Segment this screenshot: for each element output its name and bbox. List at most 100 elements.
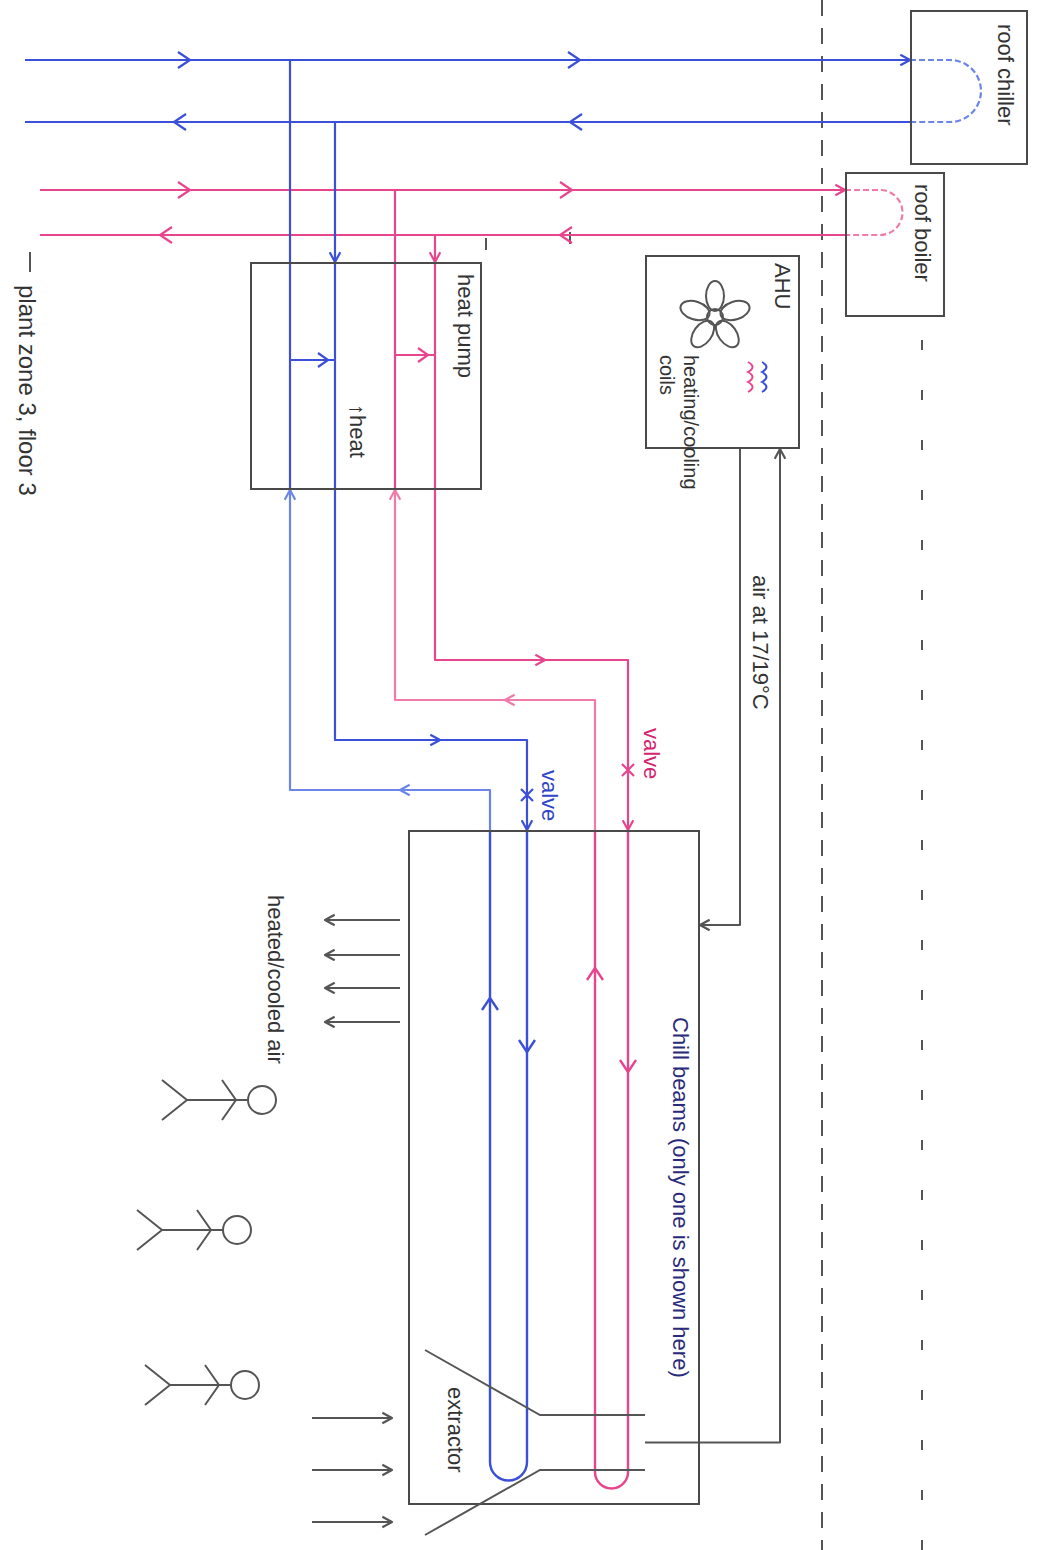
- air-label: heated/cooled air: [262, 895, 288, 1065]
- air-flow-arrows: [325, 950, 335, 961]
- zone-label: plant zone 3, floor 3: [12, 285, 41, 496]
- occupant-figures: [162, 1229, 223, 1231]
- boundary-dashes: [29, 252, 31, 272]
- node-note: ↑heat: [344, 404, 370, 458]
- air-flow-arrows: [382, 1413, 392, 1424]
- heat-pump-internals: [434, 262, 436, 490]
- pink-header-pipes: [845, 190, 903, 235]
- pipe-connector: [622, 764, 634, 776]
- heating-cooling-coils: [748, 362, 753, 392]
- occupant-figures: [137, 1080, 276, 1405]
- air-flow-arrows: [312, 915, 400, 1528]
- heat-pump-internals: [418, 348, 428, 362]
- node-title: Chill beams (only one is shown here): [667, 1017, 693, 1378]
- pipe-connector: [395, 185, 845, 262]
- blue-header-pipes: [25, 52, 981, 130]
- blue-header-pipes: [910, 60, 981, 122]
- extractor-hood: extractor: [420, 1345, 650, 1545]
- pipe-connector: [290, 60, 910, 262]
- air-flow-arrows: [325, 919, 400, 921]
- pink-header-pipes: [40, 182, 903, 243]
- air-flow-arrows: [382, 1465, 392, 1476]
- occupant-figures: [145, 1365, 170, 1405]
- ahu-box: AHU heating/cooling coils: [645, 255, 800, 449]
- air-flow-arrows: [325, 915, 335, 926]
- heating-cooling-coils: [762, 362, 767, 392]
- occupant-figures: [187, 1099, 248, 1101]
- chill-beam-pipes: [620, 1060, 636, 1072]
- chill-beam-pipes: [587, 968, 603, 980]
- air-flow-arrows: [325, 954, 400, 956]
- heat-pump-internals: [394, 262, 396, 490]
- air-flow-arrows: [312, 1417, 392, 1419]
- air-duct-connector: [700, 449, 740, 925]
- pipe-connector: [430, 735, 440, 746]
- air-flow-arrows: [312, 1521, 392, 1523]
- occupant-figures: [197, 1210, 211, 1250]
- occupant-figures: [248, 1086, 276, 1114]
- edge-label: valve: [536, 770, 562, 821]
- pipe-connector: [390, 490, 634, 830]
- ahu-fan: [711, 317, 743, 352]
- air-duct-connector: [645, 449, 785, 1443]
- pipe-connector: [250, 0, 910, 262]
- pipe-connector: [435, 490, 628, 830]
- occupant-figures: [223, 1216, 251, 1244]
- node-title: extractor: [442, 1387, 468, 1473]
- edge-label: air at 17/19°C: [747, 575, 773, 710]
- heat-pump-internals: [334, 262, 336, 490]
- chill-beam-pipes: [482, 830, 636, 1489]
- pipe-connector: [390, 490, 401, 500]
- occupant-figures: [231, 1371, 259, 1399]
- air-flow-arrows: [325, 1017, 335, 1028]
- pipe-connector: [400, 785, 410, 796]
- pipe-connector: [395, 490, 595, 830]
- edge-label: valve: [638, 728, 664, 779]
- pipe-connector: [522, 820, 533, 830]
- chill-beam-pipes: [490, 830, 527, 1481]
- occupant-figures: [170, 1384, 231, 1386]
- node-title: AHU: [769, 263, 795, 309]
- pipe-connector: [330, 252, 341, 262]
- occupant-figures: [222, 1080, 236, 1120]
- ahu-fan: [718, 297, 752, 323]
- air-duct-connector: [775, 449, 786, 459]
- heat-pump-internals: [318, 353, 328, 367]
- blue-header-pipes: [25, 59, 290, 61]
- heat-pump-internals: [289, 262, 291, 490]
- ahu-fan: [687, 317, 719, 352]
- air-duct-connector: [700, 920, 710, 931]
- pipe-connector: [435, 235, 845, 262]
- boundary-dashes: [921, 340, 923, 1550]
- pipe-connector: [835, 185, 845, 196]
- ahu-fan: [678, 297, 712, 323]
- air-flow-arrows: [325, 983, 335, 994]
- heat-pump-internals: [290, 262, 435, 490]
- ahu-fan: [678, 281, 752, 351]
- pipe-connector: [623, 820, 634, 830]
- pipe-connector: [335, 122, 910, 262]
- node-note: heating/cooling coils: [655, 355, 703, 443]
- extractor-hood: [425, 1350, 645, 1535]
- pink-header-pipes: [40, 189, 395, 191]
- pipe-connector: [535, 655, 545, 666]
- blue-header-pipes: [25, 121, 335, 123]
- chiller-box: roof chiller: [910, 10, 1028, 165]
- chill-beam-pipes: [482, 998, 498, 1010]
- chill-beam-pipes: [519, 1040, 535, 1052]
- node-title: heat pump: [452, 274, 478, 378]
- air-flow-arrows: [312, 1469, 392, 1471]
- pipe-connector: [395, 190, 845, 262]
- boundary-dashes: [30, 0, 922, 1550]
- pipe-connector: [521, 789, 533, 801]
- pipe-connector: [900, 55, 910, 66]
- boundary-dashes: [485, 238, 487, 250]
- occupant-figures: [205, 1365, 219, 1405]
- occupant-figures: [162, 1080, 187, 1120]
- air-duct-connector: [645, 449, 780, 1443]
- air-flow-arrows: [382, 1517, 392, 1528]
